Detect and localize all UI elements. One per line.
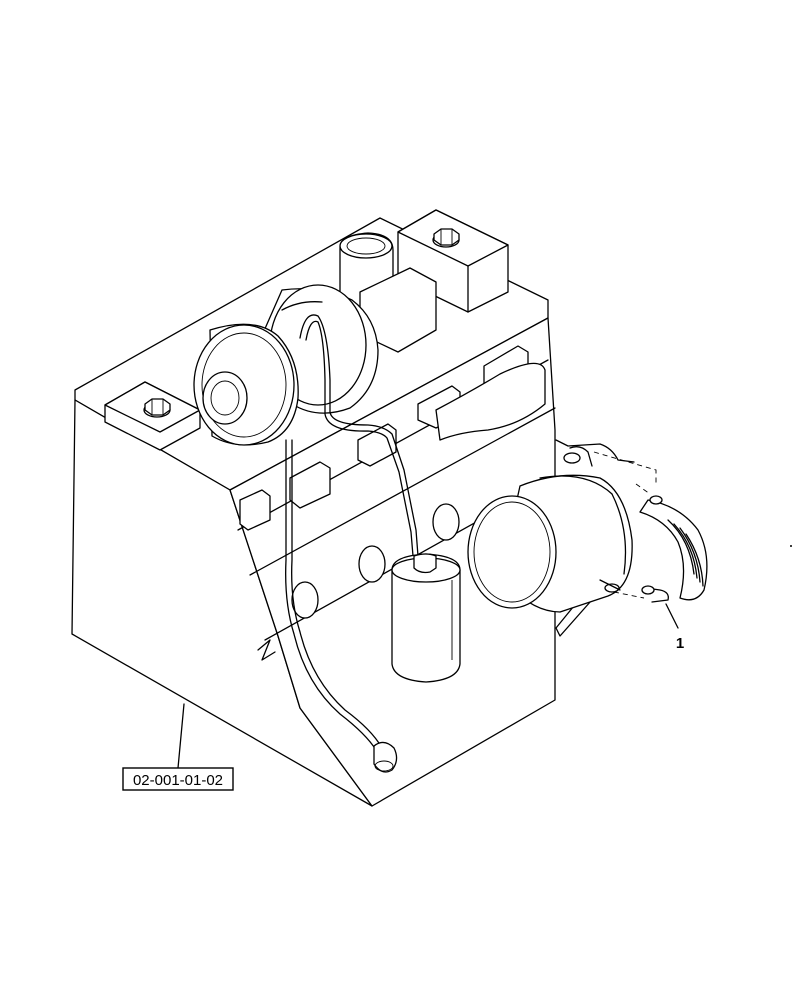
explode-guides bbox=[593, 451, 657, 599]
turbocharger bbox=[193, 284, 379, 446]
reference-label-text: 02-001-01-02 bbox=[133, 772, 223, 789]
bolt-front bbox=[432, 228, 460, 248]
callout-1-label: 1 bbox=[676, 635, 684, 652]
reference-callout: 02-001-01-02 bbox=[122, 703, 234, 791]
vacuum-line bbox=[285, 314, 419, 773]
filter-canister bbox=[391, 553, 461, 683]
air-cleaner-assembly bbox=[467, 439, 635, 637]
cylinder-head bbox=[104, 209, 546, 531]
reference-label-box bbox=[122, 767, 234, 791]
part-1-clamp bbox=[639, 495, 708, 629]
bolt-rear bbox=[143, 398, 171, 418]
